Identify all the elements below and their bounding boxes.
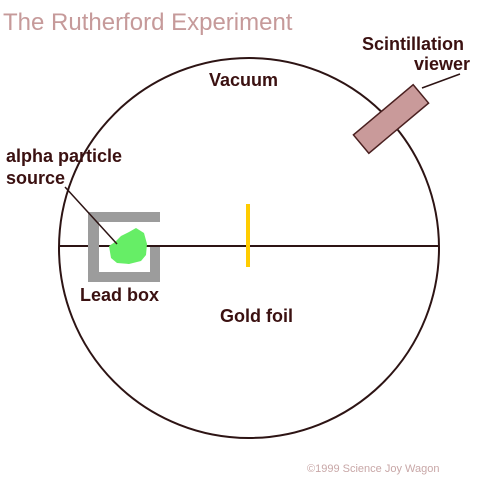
vacuum-chamber-circle [58,57,440,439]
alpha-source-label-line2: source [6,168,65,188]
scintillation-viewer [352,83,430,155]
copyright-text: ©1999 Science Joy Wagon [307,463,439,475]
vacuum-label: Vacuum [209,70,278,90]
gold-foil [246,204,250,267]
alpha-source-pointer [64,186,118,245]
scintillation-viewer-label-line2: viewer [414,54,470,74]
lead-box-lower-edge [150,247,160,282]
alpha-source-label-line1: alpha particle [6,146,122,166]
lead-box-label: Lead box [80,285,159,305]
scintillation-viewer-label-line1: Scintillation [362,34,464,54]
diagram-title: The Rutherford Experiment [3,9,293,36]
gold-foil-label: Gold foil [220,306,293,326]
alpha-particle-source [109,228,147,264]
scintillation-viewer-pointer [421,73,461,89]
